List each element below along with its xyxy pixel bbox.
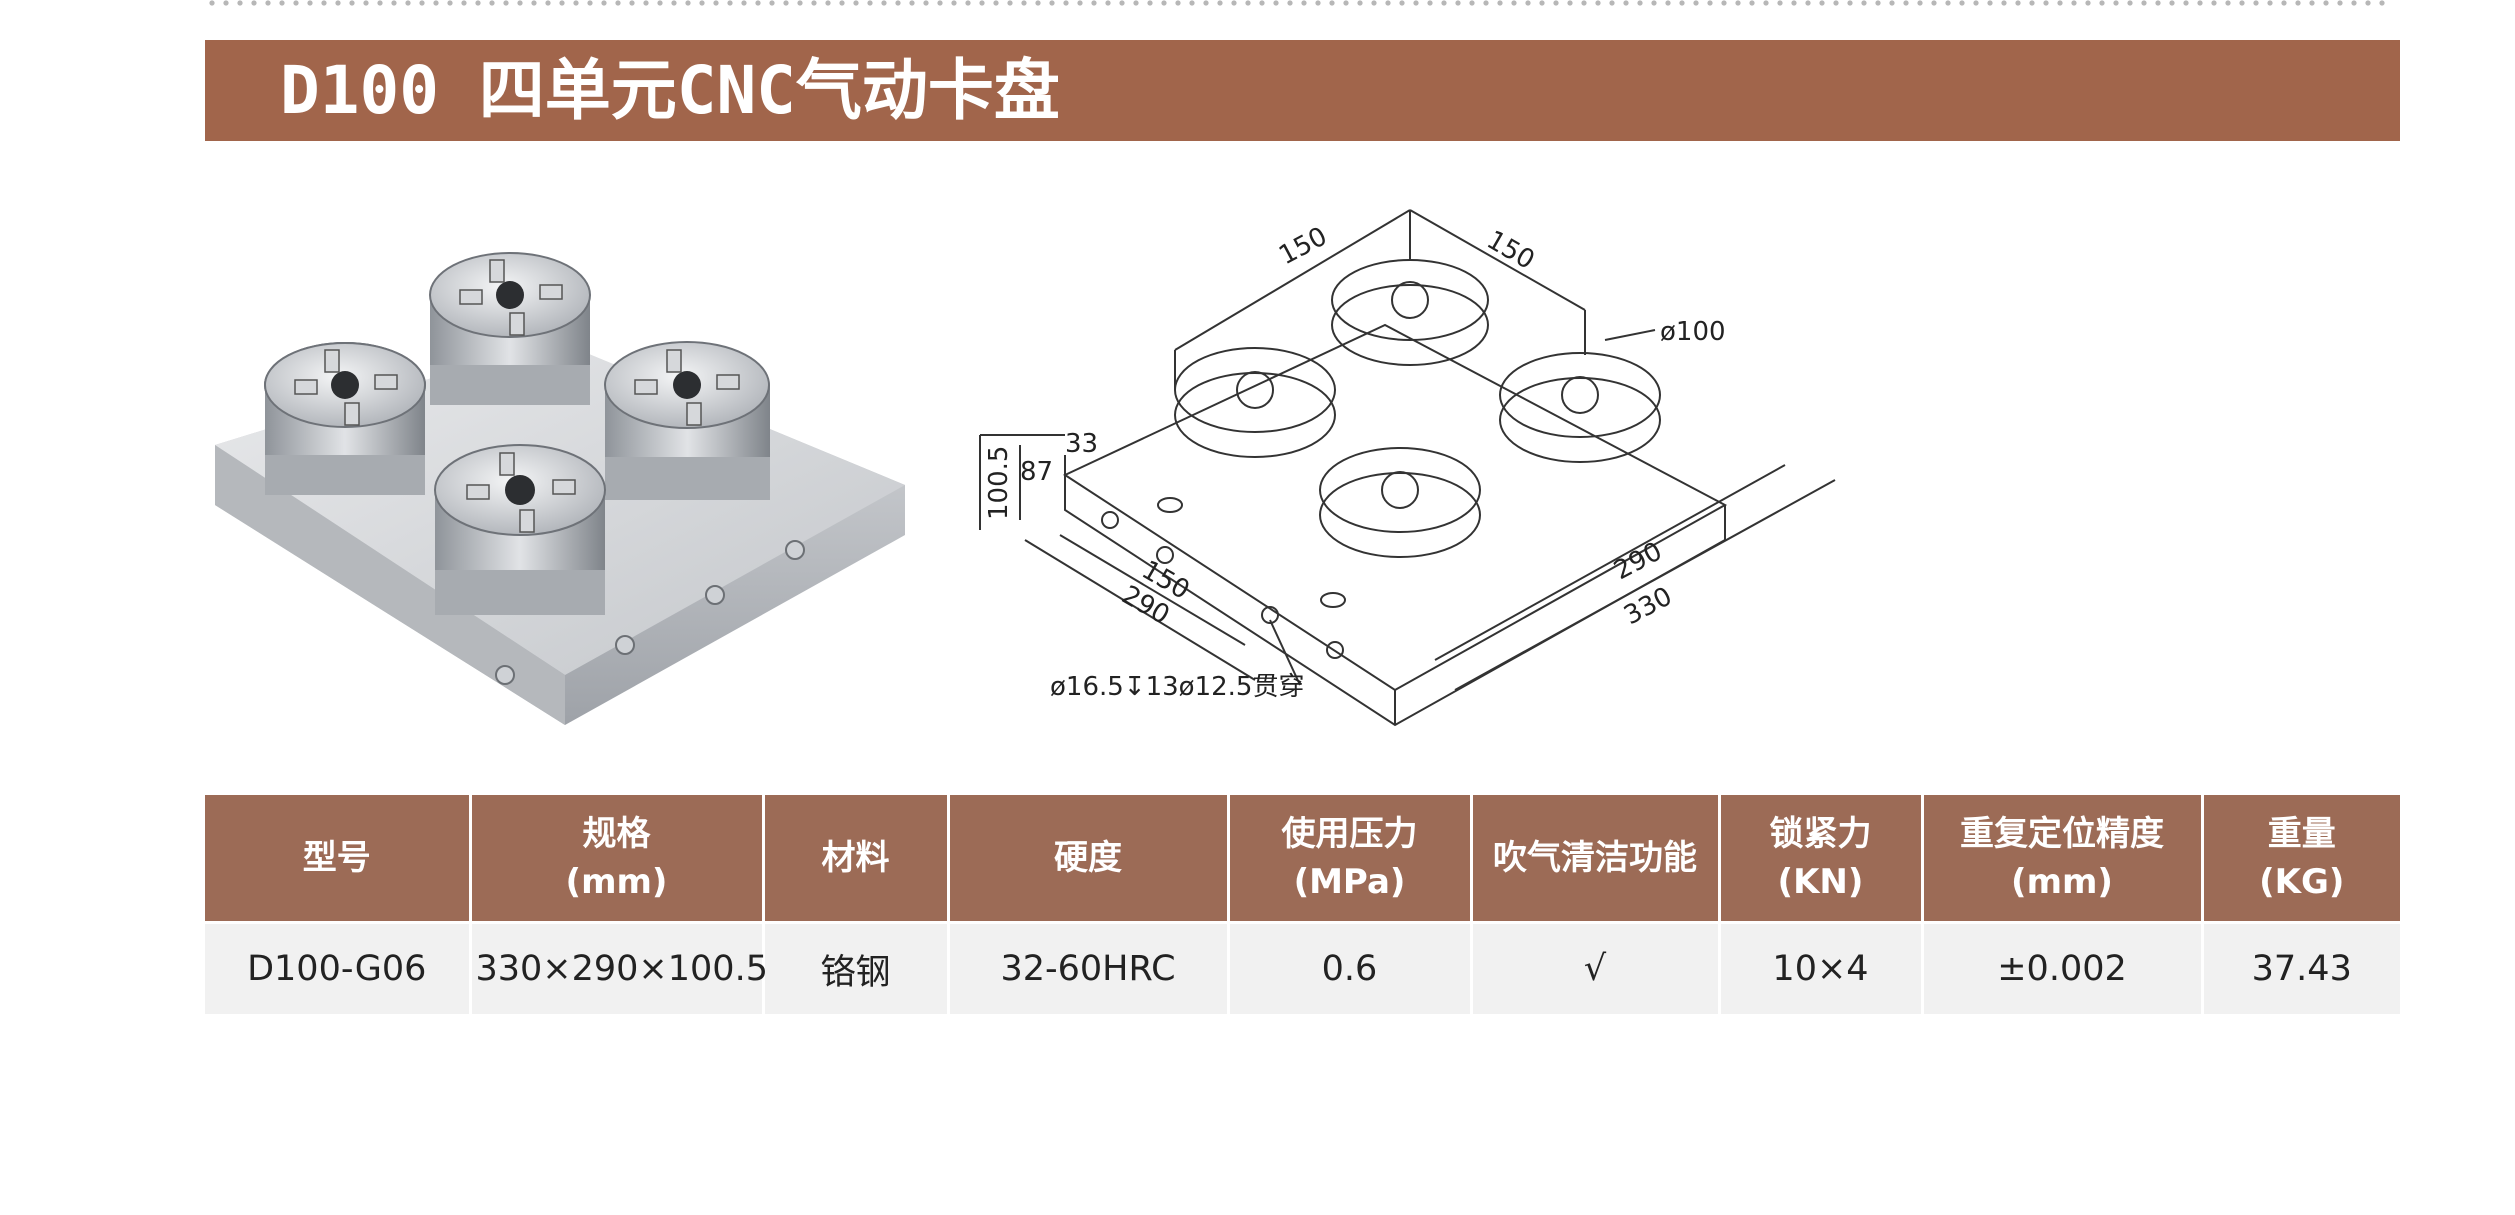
dim-150-left: 150 <box>1274 221 1332 271</box>
cell-model: D100-G06 <box>205 921 472 1014</box>
header-spec: 规格(mm) <box>470 795 765 923</box>
cell-weight: 37.43 <box>2202 921 2400 1014</box>
product-model: D100 <box>280 52 439 129</box>
table-row: D100-G06 330×290×100.5 铬钢 32-60HRC 0.6 √… <box>205 921 2400 1014</box>
header-pressure: 使用压力(MPa) <box>1228 795 1473 923</box>
cell-pressure: 0.6 <box>1228 921 1473 1014</box>
product-title-bar: D100 四单元CNC气动卡盘 <box>205 40 2400 141</box>
hole-note: ø16.5↧13ø12.5贯穿 <box>1050 672 1304 702</box>
header-hardness: 硬度 <box>948 795 1230 923</box>
dim-height-100-5: 100.5 <box>984 446 1014 520</box>
dim-height-33: 33 <box>1065 429 1098 459</box>
cell-repeatability: ±0.002 <box>1922 921 2204 1014</box>
cell-hardness: 32-60HRC <box>948 921 1230 1014</box>
table-header-row: 型号 规格(mm) 材料 硬度 使用压力(MPa) 吹气清洁功能 锁紧力(KN)… <box>205 795 2400 923</box>
header-repeatability: 重复定位精度(mm) <box>1922 795 2204 923</box>
dim-height-87: 87 <box>1020 457 1053 487</box>
product-photo <box>215 252 905 725</box>
technical-drawing: 150 150 ø100 100.5 87 33 150 290 290 330… <box>979 209 1836 727</box>
header-model: 型号 <box>205 795 472 923</box>
header-weight: 重量(KG) <box>2202 795 2400 923</box>
header-clamping-force: 锁紧力(KN) <box>1719 795 1924 923</box>
cell-material: 铬钢 <box>763 921 950 1014</box>
dotted-divider <box>205 0 2385 6</box>
cell-clamping-force: 10×4 <box>1719 921 1924 1014</box>
spec-table: 型号 规格(mm) 材料 硬度 使用压力(MPa) 吹气清洁功能 锁紧力(KN)… <box>205 795 2400 1014</box>
product-name: 四单元CNC气动卡盘 <box>478 52 1060 129</box>
cell-spec: 330×290×100.5 <box>470 921 768 1014</box>
dim-diameter-100: ø100 <box>1660 317 1726 347</box>
cell-air-blow: √ <box>1471 921 1721 1014</box>
dim-length-330: 330 <box>1619 581 1677 631</box>
header-air-blow: 吹气清洁功能 <box>1471 795 1721 923</box>
header-material: 材料 <box>763 795 950 923</box>
